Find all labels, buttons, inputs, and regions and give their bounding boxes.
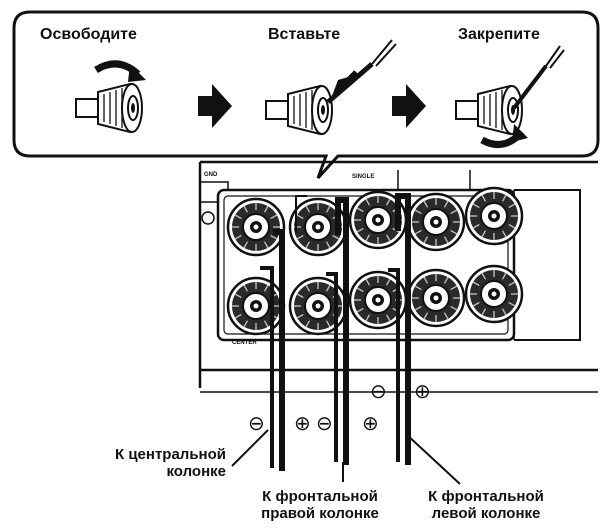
leader-lines bbox=[231, 429, 461, 485]
center-label: CENTER bbox=[232, 340, 257, 346]
terminal-insert-wire-icon bbox=[265, 39, 397, 135]
arrow-right-icon bbox=[198, 84, 232, 128]
binding-post bbox=[464, 186, 524, 246]
label-front-right-line2: правой колонке bbox=[261, 505, 379, 522]
terminal-tighten-icon bbox=[455, 45, 565, 148]
polarity-markers: ⊖ ⊕ ⊖ ⊕ ⊖ ⊕ bbox=[248, 381, 431, 435]
label-center-line1: К центральной bbox=[115, 446, 226, 463]
label-front-left-line1: К фронтальной bbox=[428, 488, 544, 505]
label-center-speaker: К центральной колонке bbox=[78, 446, 226, 480]
minus-symbol: ⊖ bbox=[248, 413, 265, 435]
single-label: SINGLE bbox=[352, 174, 374, 180]
minus-symbol: ⊖ bbox=[370, 381, 387, 403]
speaker-cables bbox=[260, 193, 411, 471]
label-front-left-speaker: К фронтальной левой колонке bbox=[416, 488, 556, 522]
gnd-label: GND bbox=[204, 172, 218, 178]
label-center-line2: колонке bbox=[166, 463, 226, 480]
label-front-right-speaker: К фронтальной правой колонке bbox=[250, 488, 390, 522]
binding-post bbox=[406, 192, 466, 252]
step-label-tighten: Закрепите bbox=[458, 26, 540, 43]
plus-symbol: ⊕ bbox=[362, 413, 379, 435]
minus-symbol: ⊖ bbox=[316, 413, 333, 435]
label-front-left-line2: левой колонке bbox=[431, 505, 541, 522]
binding-post bbox=[406, 268, 466, 328]
binding-post bbox=[226, 276, 286, 336]
terminal-loosen-icon bbox=[75, 60, 146, 133]
label-front-right-line1: К фронтальной bbox=[262, 488, 378, 505]
plus-symbol: ⊕ bbox=[414, 381, 431, 403]
binding-post bbox=[226, 197, 286, 257]
plus-symbol: ⊕ bbox=[294, 413, 311, 435]
step-label-loosen: Освободите bbox=[40, 26, 137, 43]
step-label-insert: Вставьте bbox=[268, 26, 341, 43]
binding-post bbox=[464, 264, 524, 324]
arrow-right-icon bbox=[392, 84, 426, 128]
